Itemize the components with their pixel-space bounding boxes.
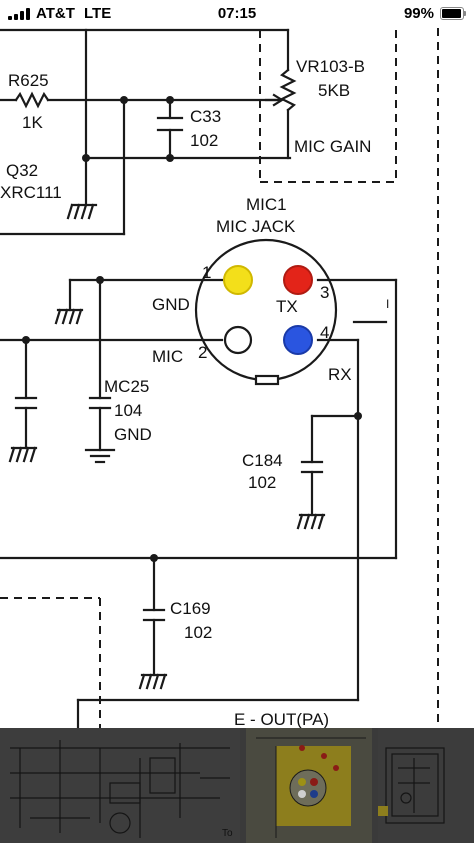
c184-value: 102	[248, 473, 276, 492]
thumbnail-pcb-layout[interactable]	[378, 728, 474, 843]
gnd-label: GND	[152, 295, 190, 314]
q32-part: XRC111	[0, 183, 62, 202]
thumbnail-label: To	[222, 828, 233, 839]
pin4-label: 4	[320, 323, 329, 342]
mc25-gnd-label: GND	[114, 425, 152, 444]
pin3-label: 3	[320, 283, 329, 302]
e-out-label: E - OUT(PA)	[234, 710, 329, 729]
battery-icon	[440, 7, 466, 20]
thumbnail-schematic-1[interactable]: To	[0, 728, 240, 843]
tx-label: TX	[276, 297, 298, 316]
mic-jack-label: MIC JACK	[216, 217, 296, 236]
pin2-white-dot	[223, 325, 253, 355]
mic-gain-label: MIC GAIN	[294, 137, 371, 156]
c33-label: C33	[190, 107, 221, 126]
c184-label: C184	[242, 451, 283, 470]
network-label: LTE	[84, 5, 112, 22]
carrier-label: AT&T	[36, 5, 75, 22]
r625-label: R625	[8, 71, 49, 90]
status-bar: AT&T LTE 07:15 99%	[0, 0, 474, 28]
mic1-label: MIC1	[246, 195, 287, 214]
r625-value: 1K	[22, 113, 43, 132]
pin3-red-dot	[283, 265, 313, 295]
pin4-blue-dot	[283, 325, 313, 355]
mc25-label: MC25	[104, 377, 149, 396]
battery-percentage: 99%	[403, 5, 434, 22]
q32-label: Q32	[6, 161, 38, 180]
signal-bars-icon	[8, 8, 30, 20]
c169-value: 102	[184, 623, 212, 642]
c33-value: 102	[190, 131, 218, 150]
thumbnail-board-photo[interactable]	[246, 728, 372, 843]
vr103-value: 5KB	[318, 81, 350, 100]
mc25-value: 104	[114, 401, 142, 420]
vr103-label: VR103-B	[296, 57, 365, 76]
pin1-yellow-dot	[223, 265, 253, 295]
clock: 07:15	[217, 5, 257, 22]
pin2-label: 2	[198, 343, 207, 362]
thumbnail-strip[interactable]: To	[0, 728, 474, 843]
small-mark: I	[386, 297, 389, 311]
mic-label: MIC	[152, 347, 183, 366]
rx-label: RX	[328, 365, 352, 384]
pin1-label: 1	[202, 263, 211, 282]
c169-label: C169	[170, 599, 211, 618]
